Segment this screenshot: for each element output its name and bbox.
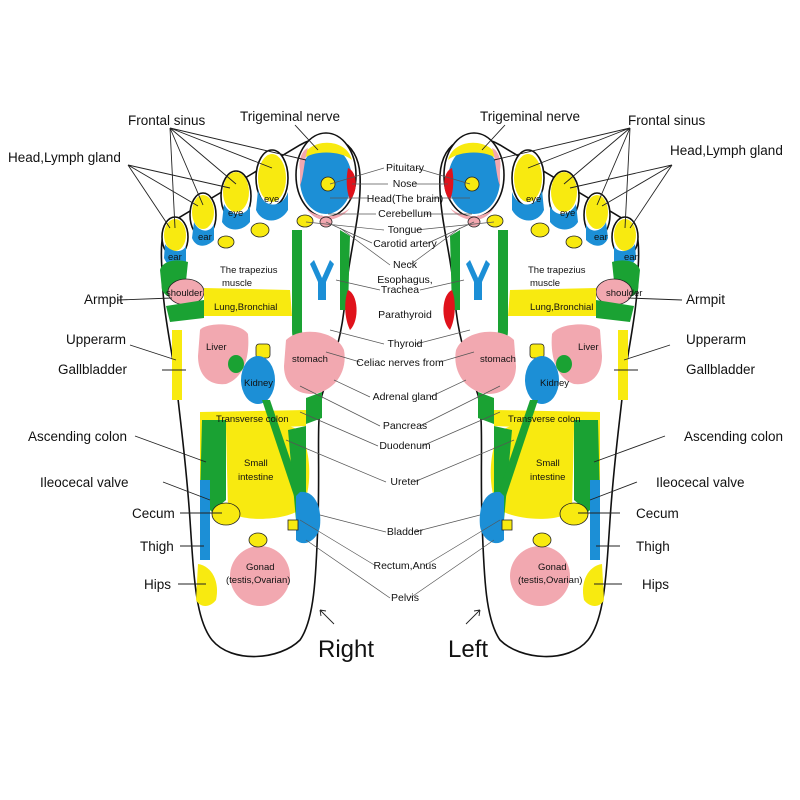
leader-lines	[117, 124, 683, 625]
zone-gonad-left: Gonad	[538, 562, 567, 573]
label-ileocecal-valve-right: Ileocecal valve	[40, 475, 129, 490]
zone-liver-right: Liver	[206, 342, 227, 353]
zone-labels-right-foot: eye eye ear ear The trapezius muscle sho…	[166, 194, 328, 586]
label-ileocecal-valve-left: Ileocecal valve	[656, 475, 745, 490]
label-nose: Nose	[393, 178, 418, 190]
zone-kidney-left: Kidney	[540, 378, 569, 389]
zone-small-left: Small	[536, 458, 560, 469]
label-hips-left: Hips	[642, 577, 669, 592]
side-labels-left-foot: Frontal sinus Trigeminal nerve Head,Lymp…	[480, 109, 783, 592]
label-cecum-right: Cecum	[132, 506, 175, 521]
zone-testis-left: (testis,Ovarian)	[518, 575, 582, 586]
zone-kidney-right: Kidney	[244, 378, 273, 389]
zone-muscle-right: muscle	[222, 278, 252, 289]
zone-eye-left-2: eye	[560, 208, 575, 219]
zone-ear-left-2: ear	[624, 252, 638, 263]
zone-transverse-right: Transverse colon	[216, 414, 289, 425]
label-frontal-sinus-left: Frontal sinus	[628, 113, 706, 128]
label-ascending-colon-right: Ascending colon	[28, 429, 127, 444]
caption-right: Right	[318, 636, 374, 663]
label-hips-right: Hips	[144, 577, 171, 592]
zone-labels-left-foot: eye eye ear ear The trapezius muscle sho…	[480, 194, 642, 586]
zone-eye-left-1: eye	[526, 194, 541, 205]
label-neck: Neck	[393, 259, 418, 271]
zone-ear-right-1: ear	[198, 232, 212, 243]
left-foot	[439, 132, 640, 658]
side-labels-right-foot: Frontal sinus Trigeminal nerve Head,Lymp…	[8, 109, 340, 592]
label-frontal-sinus-right: Frontal sinus	[128, 113, 206, 128]
label-head-lymph-right: Head,Lymph gland	[8, 150, 121, 165]
zone-eye-right-2: eye	[228, 208, 243, 219]
label-head-brain: Head(The brain)	[367, 193, 443, 205]
zone-stomach-right: stomach	[292, 354, 328, 365]
zone-lung-right: Lung,Bronchial	[214, 302, 277, 313]
zone-ear-left-1: ear	[594, 232, 608, 243]
right-bigtoe-yellow	[302, 142, 352, 160]
center-labels: Pituitary Nose Head(The brain) Cerebellu…	[356, 162, 444, 604]
label-armpit-right: Armpit	[84, 292, 123, 307]
zone-liver-left: Liver	[578, 342, 599, 353]
label-carotid-artery: Carotid artery	[373, 238, 437, 250]
label-duodenum: Duodenum	[379, 440, 431, 452]
zone-shoulder-right: shoulder	[166, 288, 202, 299]
zone-muscle-left: muscle	[530, 278, 560, 289]
label-gallbladder-left: Gallbladder	[686, 362, 756, 377]
zone-stomach-left: stomach	[480, 354, 516, 365]
zone-trapezius-left: The trapezius	[528, 265, 586, 276]
label-pelvis: Pelvis	[391, 592, 419, 604]
label-cecum-left: Cecum	[636, 506, 679, 521]
zone-transverse-left: Transverse colon	[508, 414, 581, 425]
label-thigh-left: Thigh	[636, 539, 670, 554]
label-esophagus: Esophagus,	[377, 274, 432, 286]
label-gallbladder-right: Gallbladder	[58, 362, 128, 377]
zone-intestine-right: intestine	[238, 472, 273, 483]
zone-eye-right-1: eye	[264, 194, 279, 205]
zone-shoulder-left: shoulder	[606, 288, 642, 299]
zone-trapezius-right: The trapezius	[220, 265, 278, 276]
label-armpit-left: Armpit	[686, 292, 725, 307]
zone-small-right: Small	[244, 458, 268, 469]
label-head-lymph-left: Head,Lymph gland	[670, 143, 783, 158]
zone-lung-left: Lung,Bronchial	[530, 302, 593, 313]
label-trigeminal-nerve-left: Trigeminal nerve	[480, 109, 580, 124]
label-cerebellum: Cerebellum	[378, 208, 432, 220]
label-thigh-right: Thigh	[140, 539, 174, 554]
right-foot	[160, 132, 361, 658]
zone-gonad-right: Gonad	[246, 562, 275, 573]
label-trigeminal-nerve-right: Trigeminal nerve	[240, 109, 340, 124]
zone-ear-right-2: ear	[168, 252, 182, 263]
label-rectum-anus: Rectum,Anus	[373, 560, 436, 572]
right-nose-red	[346, 168, 356, 200]
right-pituitary-dot	[320, 176, 336, 192]
label-tongue: Tongue	[388, 224, 423, 236]
label-parathyroid: Parathyroid	[378, 309, 432, 321]
label-upperarm-left: Upperarm	[686, 332, 746, 347]
label-upperarm-right: Upperarm	[66, 332, 126, 347]
zone-testis-right: (testis,Ovarian)	[226, 575, 290, 586]
label-trachea: Trachea	[381, 284, 419, 296]
label-ascending-colon-left: Ascending colon	[684, 429, 783, 444]
label-pancreas: Pancreas	[383, 420, 427, 432]
label-adrenal-gland: Adrenal gland	[373, 391, 438, 403]
label-ureter: Ureter	[390, 476, 420, 488]
label-celiac-nerves: Celiac nerves from	[356, 357, 444, 369]
label-bladder: Bladder	[387, 526, 424, 538]
zone-intestine-left: intestine	[530, 472, 565, 483]
caption-left: Left	[448, 636, 488, 663]
label-pituitary: Pituitary	[386, 162, 425, 174]
label-thyroid: Thyroid	[387, 338, 422, 350]
